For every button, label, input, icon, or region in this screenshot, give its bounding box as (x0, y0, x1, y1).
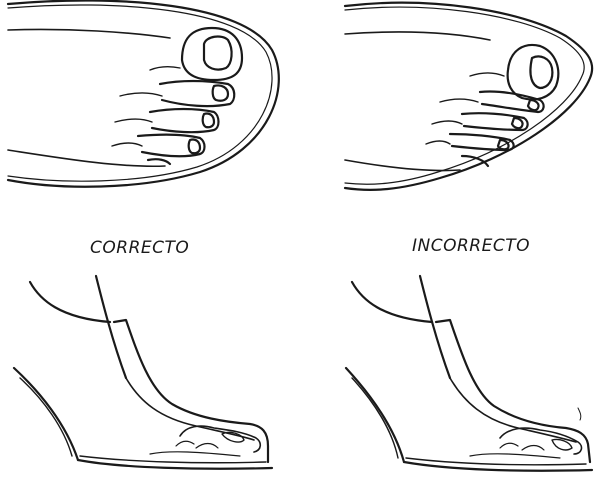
shoe-sole (404, 462, 592, 471)
foot-contour (345, 32, 490, 40)
big-toe-nail (204, 37, 232, 70)
toe-4-nail (498, 140, 509, 149)
shoe-sole-inner (406, 458, 586, 465)
big-toe (508, 45, 559, 100)
leg-back (352, 282, 432, 322)
toe-4 (450, 134, 514, 150)
toe-2-nail (528, 100, 539, 110)
toe-5 (462, 156, 488, 166)
label-incorrect: INCORRECTO (412, 236, 530, 256)
bottom-right-incorrect-shoe-side-view (346, 276, 592, 471)
shoe-upper (114, 320, 268, 462)
shoe-heel-inner (352, 378, 398, 458)
top-right-incorrect-shoe-top-view (345, 3, 592, 190)
foot-contour (345, 160, 460, 171)
shoe-sole (78, 460, 272, 469)
foot-instep (450, 378, 576, 442)
shoe-heel-inner (20, 378, 72, 456)
top-left-correct-shoe-top-view (8, 0, 279, 186)
big-toe (182, 28, 242, 80)
toe-3-nail (203, 113, 214, 127)
shoe-sole-inner (80, 456, 266, 463)
leg-front (420, 276, 450, 378)
toe-5 (148, 159, 170, 164)
label-correct: CORRECTO (90, 238, 189, 258)
toe-nail (552, 439, 572, 449)
toe-2-nail (213, 85, 228, 100)
toe-4-nail (189, 139, 200, 153)
leg-front (96, 276, 126, 378)
toe-3-nail (512, 118, 523, 128)
foot-contour (8, 29, 170, 38)
toe-2 (160, 81, 234, 106)
bottom-left-correct-shoe-side-view (14, 276, 272, 469)
big-toe-nail (530, 56, 552, 88)
